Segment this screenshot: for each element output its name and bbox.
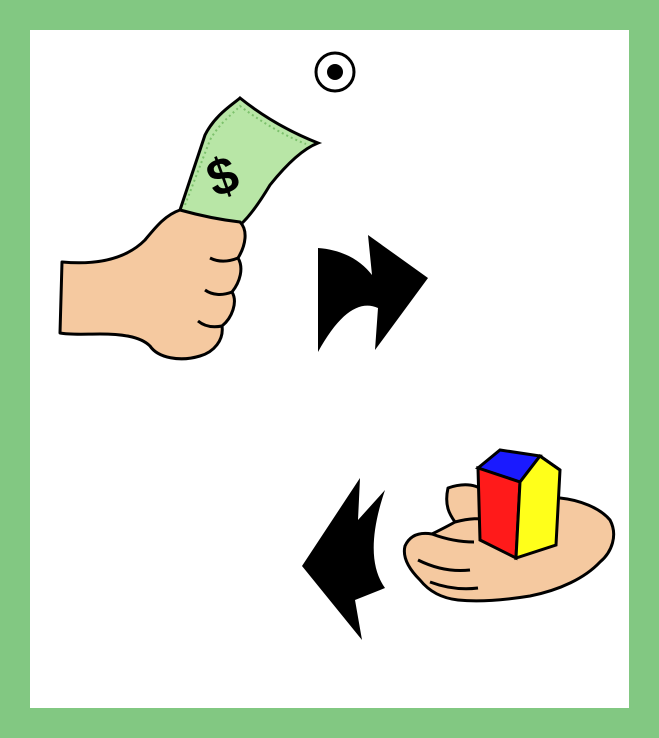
money-bill-icon: $ [180,98,318,225]
arrow-right-icon [318,235,428,352]
hand-giving-money-icon [60,210,245,359]
camera-dot-icon [316,53,354,91]
arrow-left-icon [302,478,385,640]
cube-box-icon [478,450,560,558]
